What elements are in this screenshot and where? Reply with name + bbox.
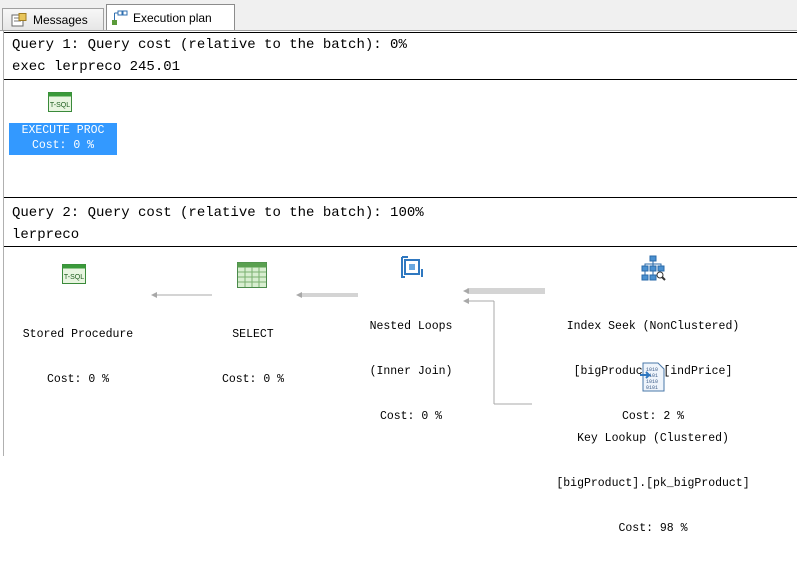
node-cost: Cost: 2 % — [621, 410, 685, 423]
node-object: [bigProduct].[pk_bigProduct] — [556, 477, 750, 490]
node-title: Index Seek (NonClustered) — [566, 320, 740, 333]
node-title: SELECT — [232, 328, 274, 341]
tab-execution-plan[interactable]: Execution plan — [106, 4, 235, 30]
node-cost: Cost: 0 % — [31, 139, 95, 152]
execution-plan-pane: Query 1: Query cost (relative to the bat… — [0, 31, 797, 535]
messages-icon — [11, 12, 27, 27]
svg-text:T-SQL: T-SQL — [50, 102, 70, 109]
tab-execution-plan-label: Execution plan — [133, 10, 212, 25]
node-cost: Cost: 0 % — [379, 410, 443, 423]
query2-statement: lerpreco — [12, 227, 80, 243]
execution-plan-icon — [111, 9, 129, 27]
pane-border — [3, 31, 4, 456]
plan-arrows — [151, 288, 545, 405]
execute-proc-node[interactable]: EXECUTE PROC Cost: 0 % — [9, 123, 117, 155]
select-icon[interactable] — [236, 261, 268, 289]
results-tab-bar: Messages Execution plan — [0, 0, 797, 31]
nested-loops-icon[interactable] — [398, 253, 426, 281]
node-title: Nested Loops — [369, 320, 453, 333]
node-cost: Cost: 0 % — [221, 373, 285, 386]
select-node[interactable]: SELECT Cost: 0 % — [200, 297, 306, 417]
query2-header: Query 2: Query cost (relative to the bat… — [12, 205, 424, 221]
node-subtitle: (Inner Join) — [369, 365, 453, 378]
nested-loops-node[interactable]: Nested Loops (Inner Join) Cost: 0 % — [352, 289, 470, 454]
tab-messages[interactable]: Messages — [2, 8, 104, 30]
key-lookup-node[interactable]: Key Lookup (Clustered) [bigProduct].[pk_… — [528, 401, 778, 566]
node-title: Key Lookup (Clustered) — [577, 432, 729, 445]
svg-text:0101: 0101 — [646, 373, 658, 379]
query1-statement: exec lerpreco 245.01 — [12, 59, 181, 75]
divider — [4, 246, 797, 247]
divider — [4, 79, 797, 80]
index-seek-node[interactable]: Index Seek (NonClustered) [bigProduct].[… — [540, 289, 766, 454]
node-title: Stored Procedure — [22, 328, 134, 341]
svg-text:1010: 1010 — [646, 367, 658, 373]
svg-text:1010: 1010 — [646, 379, 658, 385]
tsql-icon[interactable]: T-SQL — [48, 91, 72, 113]
node-cost: Cost: 0 % — [46, 373, 110, 386]
divider — [4, 197, 797, 198]
node-title: EXECUTE PROC — [21, 124, 105, 137]
query1-header: Query 1: Query cost (relative to the bat… — [12, 37, 407, 53]
tsql-icon[interactable]: T-SQL — [62, 263, 86, 285]
node-cost: Cost: 98 % — [618, 522, 688, 535]
stored-procedure-node[interactable]: Stored Procedure Cost: 0 % — [4, 297, 152, 417]
svg-text:T-SQL: T-SQL — [64, 274, 84, 281]
tab-messages-label: Messages — [33, 12, 88, 27]
index-seek-icon[interactable] — [638, 253, 668, 283]
divider — [4, 32, 797, 33]
svg-text:0101: 0101 — [646, 385, 658, 391]
